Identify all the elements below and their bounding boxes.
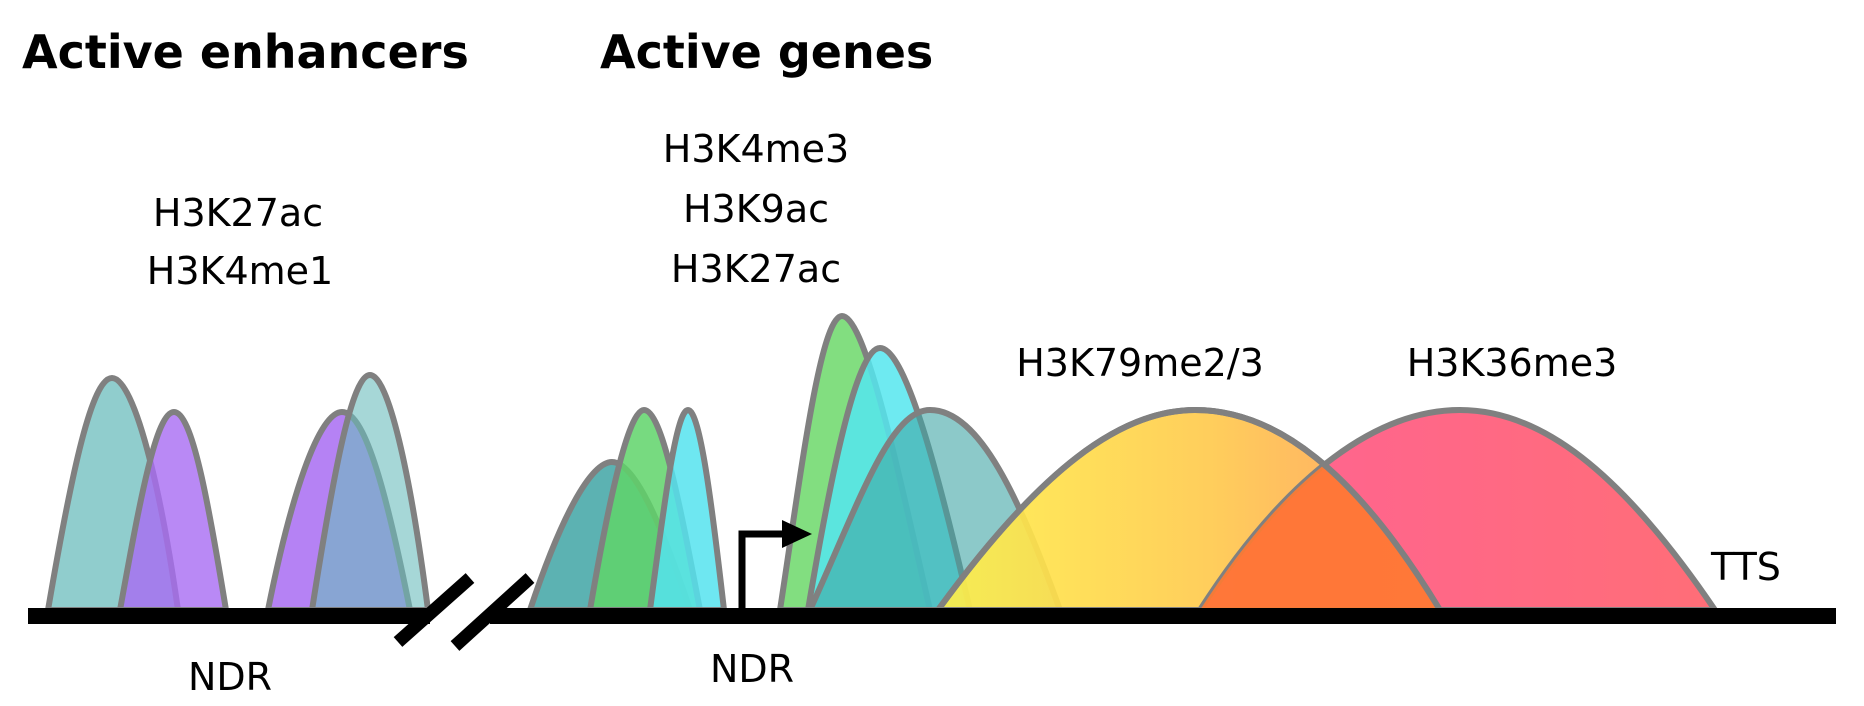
label-gene-h3k27ac: H3K27ac bbox=[671, 247, 841, 291]
dna-line-left bbox=[28, 608, 430, 624]
enhancer-peak-teal-2 bbox=[309, 372, 431, 613]
h3k79me23-outline bbox=[935, 406, 1443, 612]
promoter-peaks bbox=[527, 407, 727, 613]
label-ndr-enhancer: NDR bbox=[188, 655, 272, 699]
axis-break-1 bbox=[393, 573, 475, 647]
label-ndr-gene: NDR bbox=[710, 647, 794, 691]
label-h3k36me3: H3K36me3 bbox=[1407, 341, 1618, 385]
dna-axis bbox=[28, 573, 1836, 651]
tss-arrow bbox=[738, 520, 812, 610]
label-enhancer-h3k4me1: H3K4me1 bbox=[147, 249, 333, 293]
axis-break-2 bbox=[450, 573, 535, 651]
label-gene-h3k4me3: H3K4me3 bbox=[663, 127, 849, 171]
label-enhancer-h3k27ac: H3K27ac bbox=[153, 191, 323, 235]
dna-line-right bbox=[490, 608, 1836, 624]
label-gene-h3k9ac: H3K9ac bbox=[683, 187, 829, 231]
elongation-peaks bbox=[935, 406, 1718, 613]
elongation-overlap bbox=[1200, 410, 1440, 610]
heading-active-enhancers: Active enhancers bbox=[22, 25, 469, 79]
enhancer-peak-purple-1 bbox=[117, 409, 229, 613]
label-tts: TTS bbox=[1710, 545, 1781, 589]
label-h3k79me23: H3K79me2/3 bbox=[1016, 341, 1264, 385]
heading-active-genes: Active genes bbox=[600, 25, 933, 79]
enhancer-peaks bbox=[45, 372, 431, 613]
promoter-peak-cyan bbox=[647, 407, 727, 613]
